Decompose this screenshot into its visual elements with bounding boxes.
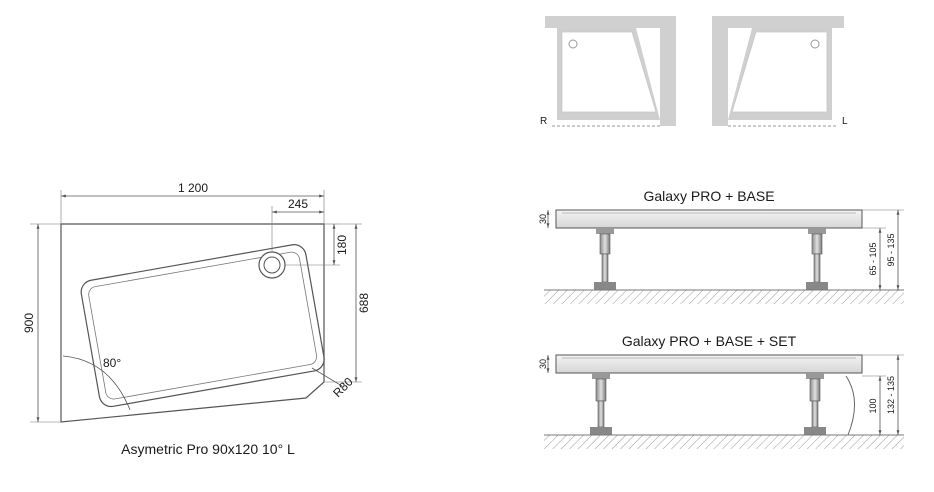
angle-label: 80°: [103, 356, 121, 370]
leg: [806, 228, 828, 290]
plan-caption: Asymetric Pro 90x120 10° L: [121, 441, 295, 457]
base-legs-label: 65 - 105: [868, 242, 878, 275]
section-set: Galaxy PRO + BASE + SET 30 100: [538, 333, 904, 449]
orientation-left-icon: L: [712, 16, 848, 127]
plan-view: 1 200 245 180 688 900 80° R80 Asymetric …: [22, 181, 371, 457]
leg: [594, 228, 616, 290]
base-total-label: 95 - 135: [886, 233, 896, 266]
tray-outline: [60, 223, 325, 423]
set-thickness-label: 30: [538, 359, 548, 369]
inner-basin: [80, 244, 325, 408]
dim-right-label: 688: [357, 293, 371, 313]
front-panel: [845, 375, 856, 436]
base-thickness-label: 30: [538, 214, 548, 224]
dim-depth-label: 900: [22, 313, 36, 333]
set-front-label: 100: [868, 398, 878, 413]
orientation-left-label: L: [842, 116, 848, 127]
orientation-right-label: R: [540, 116, 547, 127]
leg: [804, 373, 826, 435]
dim-drain-y-label: 180: [335, 235, 349, 255]
dim-drain-x-label: 245: [288, 197, 308, 211]
dim-width-label: 1 200: [178, 181, 208, 195]
section-set-title: Galaxy PRO + BASE + SET: [622, 333, 797, 349]
leg: [590, 373, 612, 435]
set-total-label: 132 - 135: [886, 376, 896, 414]
orientation-right-icon: R: [540, 16, 676, 127]
drain-icon: [258, 251, 286, 279]
section-base-title: Galaxy PRO + BASE: [643, 188, 774, 204]
radius-label: R80: [330, 374, 356, 400]
section-base: Galaxy PRO + BASE 30 65 - 105 95 -: [538, 188, 904, 304]
